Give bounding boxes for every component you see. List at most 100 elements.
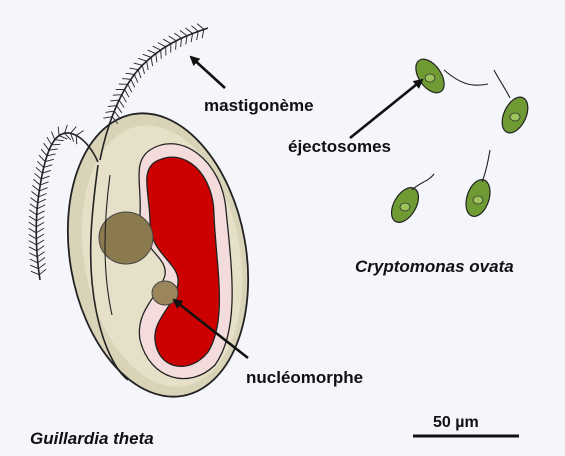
cryptomonas-flagellum <box>412 174 434 190</box>
mastigoneme-hair <box>186 28 193 34</box>
mastigoneme-hair <box>29 247 37 251</box>
mastigoneme-hair <box>125 90 129 98</box>
mastigoneme-hair <box>138 58 146 61</box>
cryptomonas-organelle <box>510 113 520 121</box>
mastigoneme-hair <box>169 36 177 41</box>
mastigoneme-hair <box>37 240 45 245</box>
mastigoneme-hair <box>55 140 64 141</box>
mastigoneme-hair <box>39 155 45 161</box>
mastigoneme-hair <box>76 131 83 136</box>
mastigoneme-hair <box>134 63 143 65</box>
mastigoneme-hair <box>29 216 37 221</box>
mastigoneme-hair <box>151 57 153 66</box>
cryptomonas-organelle <box>400 203 410 211</box>
cryptomonas-cell <box>410 54 488 98</box>
mastigoneme-hair <box>180 30 187 35</box>
mastigoneme-hair <box>108 106 117 107</box>
mastigoneme-hair <box>37 252 44 257</box>
mastigoneme-hair <box>51 132 54 140</box>
mastigoneme-hair <box>113 95 122 96</box>
mastigoneme-hair <box>36 222 44 226</box>
mastigoneme-hair <box>36 167 43 173</box>
mastigoneme-hair <box>58 127 59 136</box>
mastigoneme-hair <box>37 161 43 167</box>
mastigoneme-hair <box>36 228 44 233</box>
mastigoneme-hair <box>35 173 42 179</box>
mastigoneme-hair <box>41 149 47 156</box>
mastigoneme-hair <box>106 111 115 112</box>
mastigoneme-hair <box>38 263 45 268</box>
mastigoneme-hair <box>126 73 135 74</box>
mastigoneme-hair <box>30 259 38 263</box>
mastigoneme-hair <box>76 135 77 144</box>
mastigoneme-hair <box>29 241 37 245</box>
mastigoneme-hair <box>134 74 137 82</box>
cryptomonas-flagellum <box>444 70 488 85</box>
guillardia-cell <box>29 24 270 412</box>
mastigoneme-hair <box>29 235 37 239</box>
cryptomonas-cell <box>386 174 434 227</box>
mastigoneme-hair <box>44 143 49 150</box>
label-ejectosomes: éjectosomes <box>288 137 391 156</box>
mastigoneme-hair <box>153 46 161 50</box>
mastigoneme-hair <box>130 68 139 70</box>
mastigoneme-hair <box>181 38 182 47</box>
mastigoneme-hair <box>176 41 177 50</box>
mastigoneme-hair <box>39 269 46 275</box>
nucleus <box>99 212 153 264</box>
cryptomonas-organelle <box>425 74 435 82</box>
mastigoneme-hair <box>138 70 141 78</box>
mastigoneme-hair <box>38 199 46 203</box>
mastigoneme-hair <box>29 210 36 215</box>
cryptomonas-flagellum <box>494 70 510 98</box>
mastigoneme-hair <box>71 127 77 134</box>
mastigoneme-hair <box>47 137 52 145</box>
mastigoneme-hair <box>147 61 149 70</box>
mastigoneme-hair <box>174 33 181 38</box>
mastigoneme-hair <box>65 125 68 134</box>
mastigoneme-hair <box>131 79 135 87</box>
label-nucleomorph: nucléomorphe <box>246 368 363 387</box>
mastigoneme-hair <box>32 185 39 191</box>
mastigoneme-hair <box>52 144 61 145</box>
mastigoneme-hair <box>37 246 44 251</box>
mastigoneme-hair <box>156 54 157 63</box>
mastigoneme-hair <box>191 26 198 32</box>
label-guillardia-theta: Guillardia theta <box>30 429 154 448</box>
cryptomonas-organelle <box>473 196 483 204</box>
mastigoneme-hair <box>33 179 40 185</box>
mastigoneme-hair <box>30 265 38 269</box>
mastigoneme-hair <box>36 234 44 239</box>
mastigoneme-hair <box>36 217 44 221</box>
arrow-ejectosomes <box>350 80 422 138</box>
mastigoneme-hair <box>31 198 38 203</box>
mastigoneme-hair <box>142 65 144 74</box>
mastigoneme-hair <box>143 54 151 57</box>
mastigoneme-hair <box>114 111 119 118</box>
mastigoneme-hair <box>37 211 45 215</box>
mastigoneme-hair <box>161 50 162 59</box>
mastigoneme-hair <box>122 95 127 103</box>
mastigoneme-hair <box>128 84 132 92</box>
mastigoneme-hair <box>31 271 39 274</box>
mastigoneme-hair <box>29 222 37 227</box>
mastigoneme-hair <box>32 191 39 197</box>
mastigoneme-hair <box>119 100 124 107</box>
mastigoneme-hair <box>110 100 119 101</box>
arrow-mastigoneme <box>191 57 225 88</box>
label-mastigoneme: mastigonème <box>204 96 314 115</box>
mastigoneme-hair <box>37 205 45 209</box>
scale-bar-label: 50 µm <box>433 414 479 431</box>
mastigoneme-hair <box>163 39 171 43</box>
mastigoneme-hair <box>148 50 156 53</box>
cryptomonas-cell <box>462 150 495 219</box>
mastigoneme-hair <box>30 204 37 209</box>
mastigoneme-hair <box>158 43 166 47</box>
mastigoneme-hair <box>38 258 45 263</box>
cryptomonas-flagellum <box>482 150 490 182</box>
mastigoneme-hair <box>122 79 131 80</box>
cryptomonas-cells <box>386 54 533 227</box>
mastigoneme-hair <box>29 228 37 232</box>
